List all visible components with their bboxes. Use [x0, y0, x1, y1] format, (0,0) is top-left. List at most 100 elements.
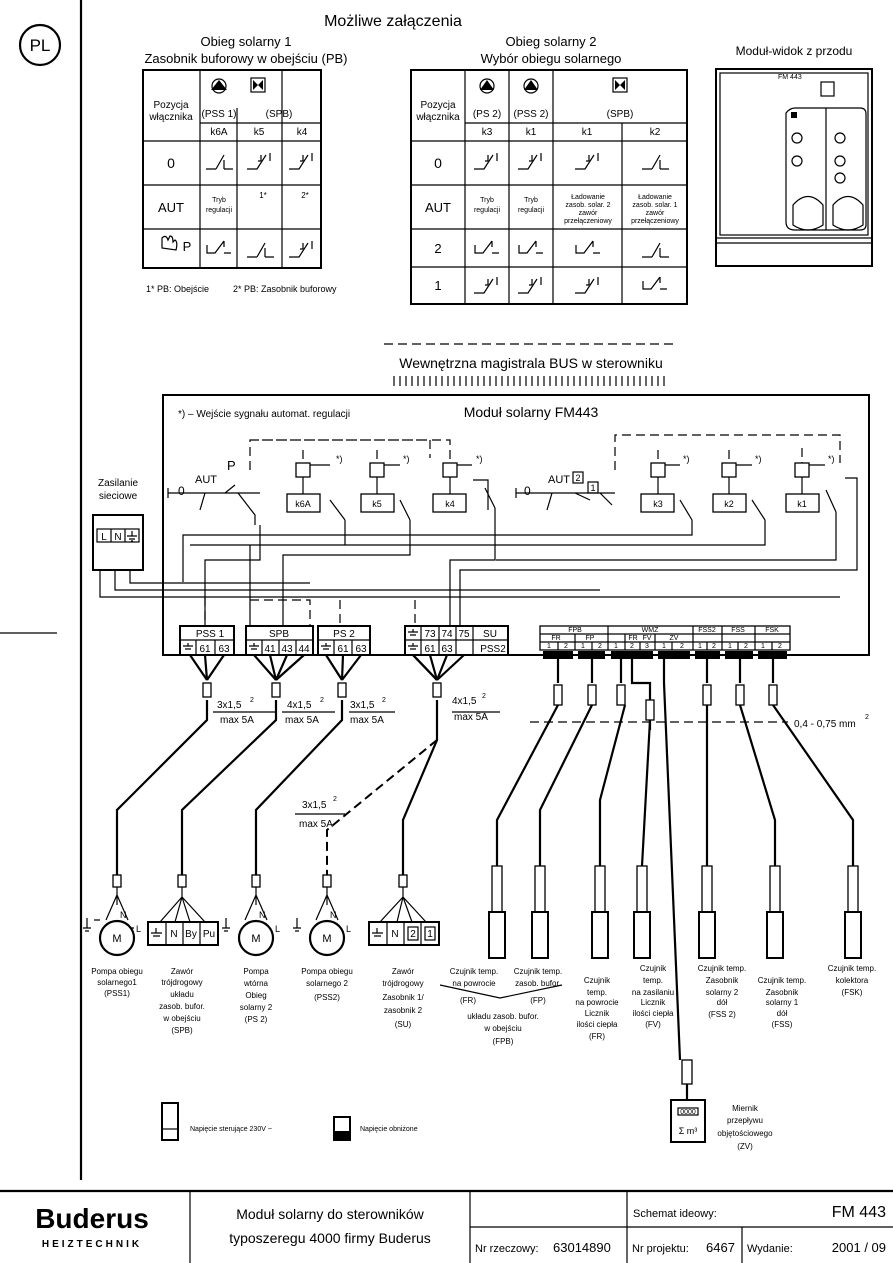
module-box [162, 394, 870, 656]
circuit1-heading1: Obieg solarny 1 [200, 34, 291, 49]
c2-lad2-1: Ładowanie [571, 194, 605, 201]
power-label1: Zasilanie [98, 478, 138, 489]
cable4-max: max 5A [454, 712, 488, 723]
c2-lad1-4: przełączeniowy [631, 218, 679, 225]
legend-low: Napięcie obniżone [360, 1126, 418, 1133]
d2-l4: zasob. bufor. [159, 1002, 205, 1011]
c1-row-p: P [183, 239, 192, 254]
relay-k2: k2 [724, 499, 734, 509]
pump3-m: M [322, 933, 331, 945]
term-n1f: 1 [728, 643, 732, 650]
d6a-l3: (FR) [460, 996, 476, 1005]
d9-l5: (FSS 2) [708, 1010, 736, 1019]
star-6: *) [828, 454, 835, 464]
d10-l1: Czujnik temp. [758, 976, 806, 985]
nr-proj-value: 6467 [706, 1240, 735, 1255]
c2-k1: k1 [526, 127, 537, 138]
term-fp: FP [586, 635, 595, 642]
d6c-l3: (FPB) [493, 1037, 514, 1046]
switch1-zero: 0 [178, 484, 185, 498]
sensor-cable-spec: 0,4 - 0,75 mm [794, 719, 856, 730]
cable5-max: max 5A [299, 819, 333, 830]
d12-l2: przepływu [727, 1116, 763, 1125]
d2-l2: trójdrogowy [161, 978, 202, 987]
d8-l5: ilości ciepła [633, 1009, 674, 1018]
valve-spb-fill-icon [615, 80, 625, 90]
term-n1c: 1 [614, 643, 618, 650]
term-44: 44 [298, 644, 310, 655]
d5-l5: (SU) [395, 1020, 412, 1029]
valve1-n: N [170, 929, 177, 940]
star-4: *) [683, 454, 690, 464]
pump-ps2-fill-icon [480, 80, 494, 90]
lang-badge: PL [30, 36, 51, 55]
sensor-probes [488, 865, 862, 959]
valve-symbol-icon [250, 77, 266, 93]
pump1-m: M [112, 933, 121, 945]
d10-l2: Zasobnik [766, 988, 799, 997]
term-n2e: 2 [712, 643, 716, 650]
c2-col-pss2: (PSS 2) [513, 109, 548, 120]
sensor-cable-sup: 2 [865, 714, 869, 721]
pump-pss1 [83, 874, 136, 957]
c1-footnote-a: 1* PB: Obejście [146, 284, 209, 294]
term-41: 41 [264, 644, 276, 655]
cable1-max: max 5A [220, 715, 254, 726]
c1-pos1: Pozycja [153, 100, 188, 111]
term-fr2: FR [628, 635, 637, 642]
term-43: 43 [281, 644, 293, 655]
d1-l2: solarnego1 [97, 978, 137, 987]
relay-k3: k3 [653, 499, 663, 509]
meter-sym: Σ m³ [679, 1126, 698, 1136]
c2-lad2-2: zasob. solar. 2 [565, 202, 610, 209]
d2-l3: układu [170, 990, 194, 999]
c2-tryb1b: Tryb [524, 197, 538, 204]
power-l: L [101, 532, 107, 543]
d6c-l1: układu zasob. bufor. [467, 1012, 539, 1021]
term-n1g: 1 [761, 643, 765, 650]
d3-l5: (PS 2) [245, 1015, 268, 1024]
d7-l3: na powrocie [575, 998, 619, 1007]
c1-tryb2: regulacji [206, 207, 233, 214]
cable2-spec: 4x1,5 [287, 700, 312, 711]
circuit1-heading2: Zasobnik buforowy w obejściu (PB) [144, 51, 347, 66]
c2-tryb1a: Tryb [480, 197, 494, 204]
d3-l2: wtórna [243, 979, 269, 988]
cable3-spec: 3x1,5 [350, 700, 375, 711]
c2-row-aut: AUT [425, 200, 451, 215]
c1-pos2: włącznika [148, 112, 193, 123]
term-fsk: FSK [765, 627, 779, 634]
cable2-sup: 2 [320, 697, 324, 704]
c2-k2: k2 [650, 127, 661, 138]
pump-pss2-icon [523, 78, 539, 94]
bus-pins [393, 376, 665, 386]
d1-l1: Pompa obiegu [91, 967, 143, 976]
pump-ps2 [222, 874, 275, 957]
d1-l3: (PSS1) [104, 989, 130, 998]
d7-l5: ilości ciepła [577, 1020, 618, 1029]
lang-badge-circle [18, 23, 62, 67]
valve1-pu: Pu [203, 929, 215, 940]
brand-logo: Buderus [35, 1203, 149, 1234]
legend-high: Napięcie sterujące 230V ~ [190, 1126, 272, 1133]
c2-lad1-1: Ładowanie [638, 194, 672, 201]
power-n: N [114, 532, 121, 543]
switch2-zero: 0 [524, 484, 531, 498]
title-block [0, 1189, 893, 1263]
term-n2c: 2 [630, 643, 634, 650]
d7-l2: temp. [587, 988, 607, 997]
d8-l1: Czujnik [640, 964, 667, 973]
d10-l3: solarny 1 [766, 998, 799, 1007]
c2-lad1-3: zawór [646, 210, 665, 217]
power-dividers [110, 529, 126, 542]
switch2-one: 1 [590, 483, 595, 493]
c1-row0: 0 [167, 155, 175, 171]
term-73: 73 [424, 629, 436, 640]
valve-fill-icon [253, 80, 263, 90]
cable5-spec: 3x1,5 [302, 800, 327, 811]
c2-row0: 0 [434, 155, 442, 171]
term-63a: 63 [218, 644, 230, 655]
switch1-aut: AUT [195, 474, 217, 486]
term-n1a: 1 [547, 643, 551, 650]
cable3-sup: 2 [382, 697, 386, 704]
